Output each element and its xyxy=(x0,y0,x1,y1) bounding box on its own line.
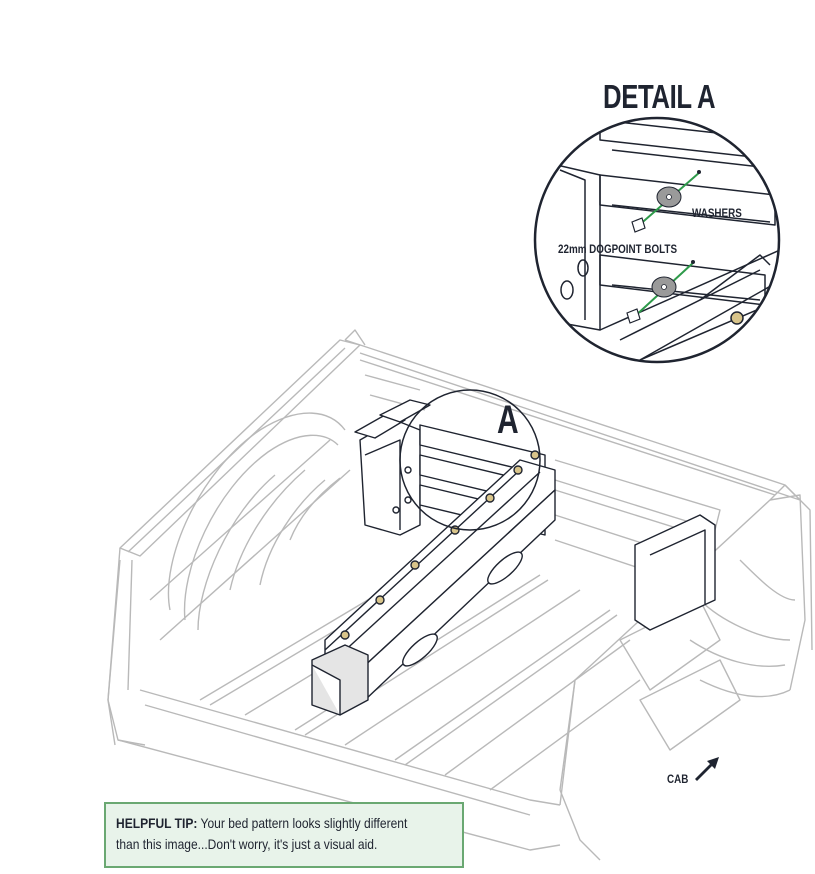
detail-a-title: DETAIL A xyxy=(603,78,716,115)
washers-label: WASHERS xyxy=(692,206,742,220)
upper-bolt xyxy=(631,170,701,233)
cab-direction-arrow-icon xyxy=(695,757,719,781)
lower-bolt xyxy=(626,260,695,324)
cab-label: CAB xyxy=(667,772,689,786)
detail-a-inset xyxy=(533,116,781,364)
rail-system xyxy=(311,399,716,716)
helpful-tip-line2: than this image...Don't worry, it's just… xyxy=(116,836,378,852)
bolts-label: 22mm DOGPOINT BOLTS xyxy=(558,242,678,256)
helpful-tip-text: HELPFUL TIP: Your bed pattern looks slig… xyxy=(116,813,456,855)
detail-callout-circle xyxy=(399,389,541,531)
helpful-tip-box: HELPFUL TIP: Your bed pattern looks slig… xyxy=(104,802,464,868)
detail-callout-letter: A xyxy=(497,398,519,442)
helpful-tip-heading: HELPFUL TIP: xyxy=(116,815,198,831)
helpful-tip-line1: Your bed pattern looks slightly differen… xyxy=(197,815,408,831)
